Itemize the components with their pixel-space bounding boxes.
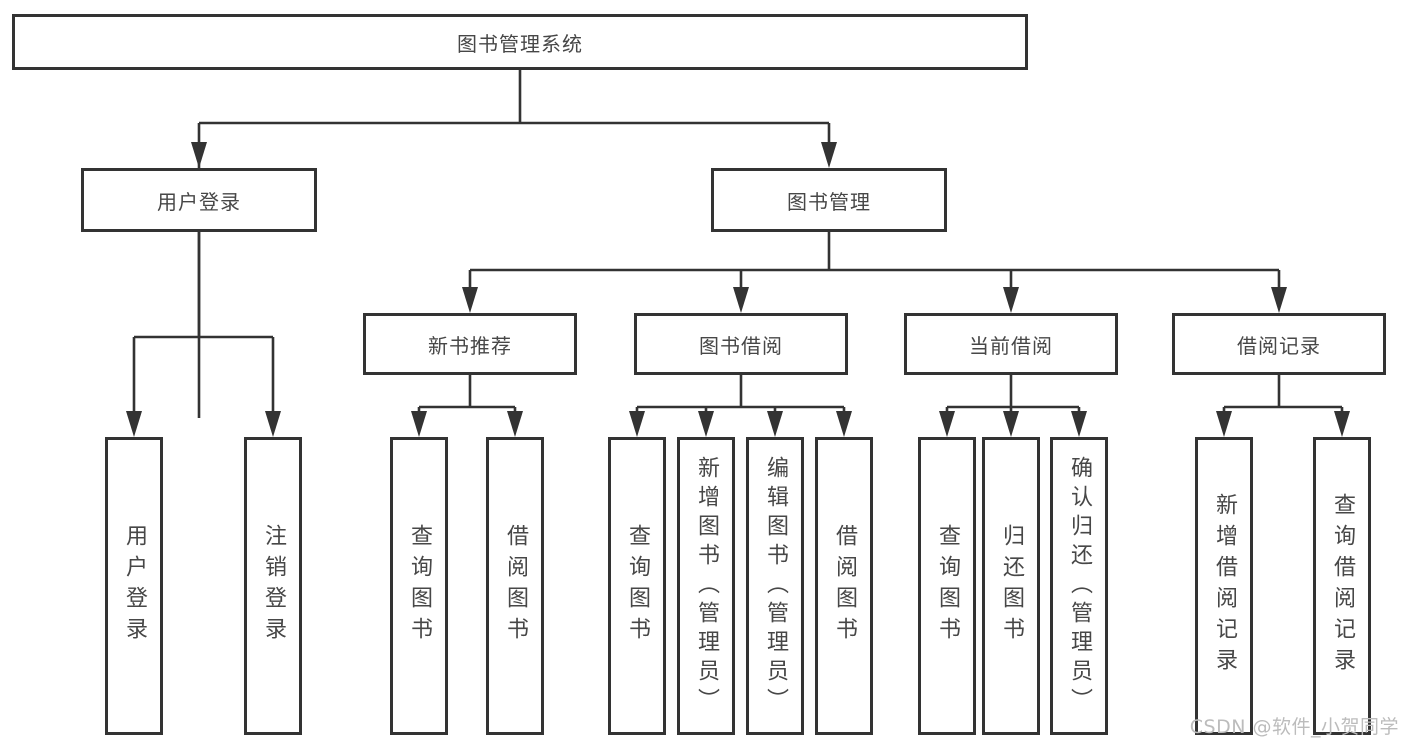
node-user-login: 用户登录 bbox=[81, 168, 317, 232]
node-book-management: 图书管理 bbox=[711, 168, 947, 232]
leaf-confirm-return-admin: 确认归还（管理员） bbox=[1050, 437, 1108, 735]
node-label: 查询图书 bbox=[407, 524, 432, 648]
leaf-query-borrow-record: 查询借阅记录 bbox=[1313, 437, 1371, 735]
node-label: 图书借阅 bbox=[699, 333, 783, 358]
leaf-query-books-current: 查询图书 bbox=[918, 437, 976, 735]
node-label: 新书推荐 bbox=[428, 333, 512, 358]
node-label: 编辑图书（管理员） bbox=[763, 455, 788, 717]
leaf-add-books-admin: 新增图书（管理员） bbox=[677, 437, 735, 735]
node-library-management-system: 图书管理系统 bbox=[12, 14, 1028, 70]
node-book-borrowing: 图书借阅 bbox=[634, 313, 848, 375]
arrowheads bbox=[126, 142, 1350, 437]
leaf-user-login: 用户登录 bbox=[105, 437, 163, 735]
node-label: 查询借阅记录 bbox=[1330, 493, 1355, 679]
node-label: 新增借阅记录 bbox=[1212, 493, 1237, 679]
node-label: 当前借阅 bbox=[969, 333, 1053, 358]
csdn-watermark: CSDN @软件_小贺同学 bbox=[1189, 716, 1399, 738]
node-label: 借阅图书 bbox=[503, 524, 528, 648]
node-label: 用户登录 bbox=[122, 524, 147, 648]
connector-root-to-level2 bbox=[197, 70, 831, 418]
leaf-return-books: 归还图书 bbox=[982, 437, 1040, 735]
connector-borrow-records-to-leaves bbox=[1222, 375, 1344, 428]
leaf-logout: 注销登录 bbox=[244, 437, 302, 735]
node-label: 借阅记录 bbox=[1237, 333, 1321, 358]
leaf-add-borrow-record: 新增借阅记录 bbox=[1195, 437, 1253, 735]
connector-book-management-to-level3 bbox=[468, 232, 1281, 304]
leaf-query-books-recommendation: 查询图书 bbox=[390, 437, 448, 735]
leaf-query-books-borrowing: 查询图书 bbox=[608, 437, 666, 735]
connector-book-borrow-to-leaves bbox=[635, 375, 846, 428]
node-new-book-recommendation: 新书推荐 bbox=[363, 313, 577, 375]
node-current-borrowing: 当前借阅 bbox=[904, 313, 1118, 375]
node-label: 图书管理系统 bbox=[457, 31, 583, 56]
connector-new-book-to-leaves bbox=[417, 375, 517, 428]
node-label: 用户登录 bbox=[157, 189, 241, 214]
node-label: 新增图书（管理员） bbox=[694, 455, 719, 717]
leaf-borrow-books-recommendation: 借阅图书 bbox=[486, 437, 544, 735]
node-label: 注销登录 bbox=[261, 524, 286, 648]
node-label: 借阅图书 bbox=[832, 524, 857, 648]
node-label: 查询图书 bbox=[935, 524, 960, 648]
leaf-borrow-books: 借阅图书 bbox=[815, 437, 873, 735]
node-label: 归还图书 bbox=[999, 524, 1024, 648]
node-label: 查询图书 bbox=[625, 524, 650, 648]
leaf-edit-books-admin: 编辑图书（管理员） bbox=[746, 437, 804, 735]
node-label: 图书管理 bbox=[787, 189, 871, 214]
node-label: 确认归还（管理员） bbox=[1067, 455, 1092, 717]
node-borrowing-records: 借阅记录 bbox=[1172, 313, 1386, 375]
connector-user-login-to-leaves bbox=[132, 232, 275, 428]
